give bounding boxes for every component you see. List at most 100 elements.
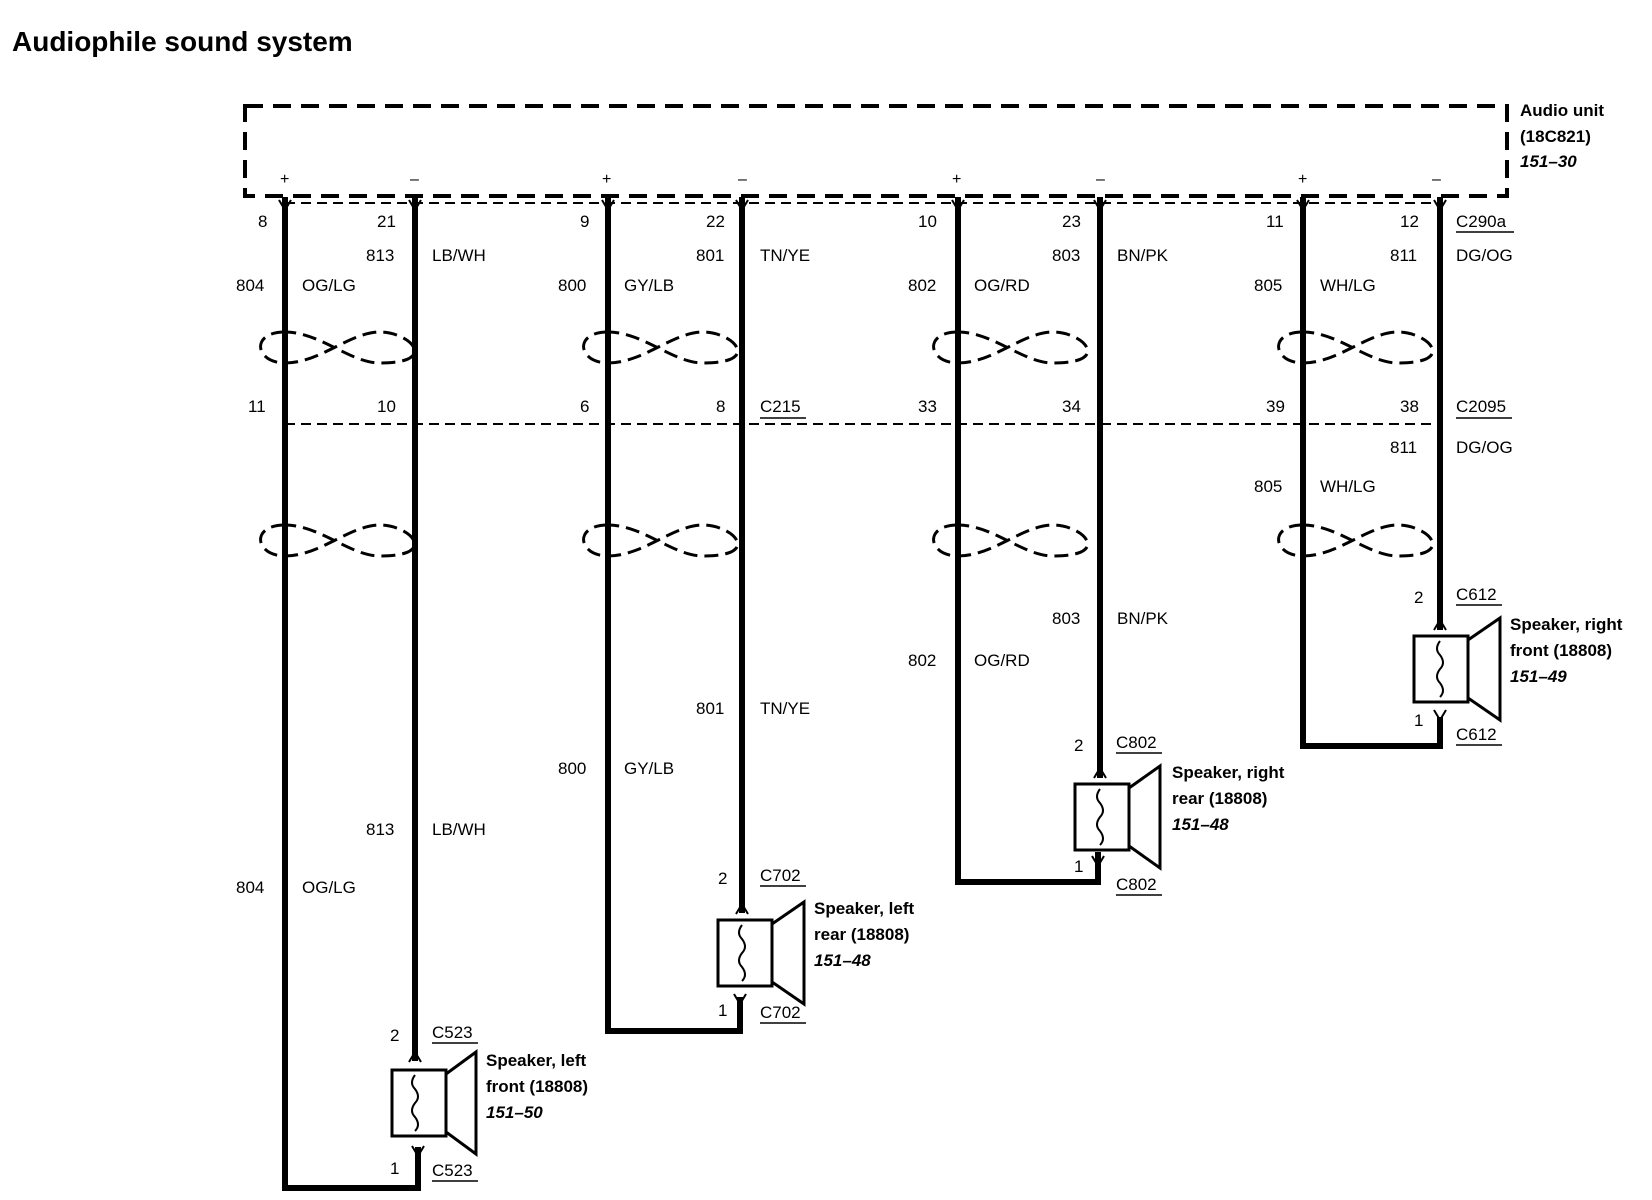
- circuit-number: 800: [558, 276, 586, 295]
- circuit-color: DG/OG: [1456, 246, 1513, 265]
- speaker-ref: 151–48: [814, 951, 871, 970]
- mid-pin: 33: [918, 397, 937, 416]
- mid-pin: 34: [1062, 397, 1081, 416]
- circuit-number: 801: [696, 246, 724, 265]
- circuit-color: LB/WH: [432, 820, 486, 839]
- speaker-cone-icon: [444, 1049, 478, 1157]
- voice-coil-icon: [1436, 640, 1444, 698]
- audio-unit-part: (18C821): [1520, 127, 1591, 146]
- circuit-number: 801: [696, 699, 724, 718]
- arrow-tip: [1296, 199, 1310, 212]
- speaker-ref: 151–49: [1510, 667, 1567, 686]
- voice-coil-icon: [1096, 788, 1104, 846]
- diagram-title: Audiophile sound system: [12, 26, 353, 57]
- arrow-tip: [1093, 766, 1107, 779]
- top-pin: 11: [1266, 212, 1284, 231]
- speaker-left-front: 2 C523 1 C523 Speaker, left front (18808…: [390, 1023, 588, 1182]
- mid-pin: 39: [1266, 397, 1285, 416]
- arrow-tip: [601, 199, 615, 212]
- pin-top: 2: [390, 1026, 399, 1045]
- connector-arrows: [278, 199, 1447, 212]
- wire-804: [282, 197, 421, 1191]
- arrow-tip: [408, 1050, 422, 1063]
- connector-c612-bottom: C612: [1456, 725, 1497, 744]
- top-pin: 12: [1400, 212, 1419, 231]
- arrow-tip: [733, 993, 747, 1006]
- circuit-color: BN/PK: [1117, 609, 1169, 628]
- pin-top: 2: [718, 869, 727, 888]
- circuit-number: 803: [1052, 246, 1080, 265]
- circuit-number: 803: [1052, 609, 1080, 628]
- mid-pin-numbers: 11 10 6 8 33 34 39 38: [248, 397, 1419, 416]
- polarity-2: –: [410, 171, 419, 188]
- circuit-number: 804: [236, 878, 264, 897]
- speaker-name-1: Speaker, left: [814, 899, 915, 918]
- twist-7: [932, 523, 1090, 558]
- top-pin: 10: [918, 212, 937, 231]
- twist-4: [1277, 330, 1435, 365]
- pin-top: 2: [1414, 588, 1423, 607]
- circuit-color: DG/OG: [1456, 438, 1513, 457]
- arrow-tip: [735, 902, 749, 915]
- circuit-number: 802: [908, 276, 936, 295]
- circuit-color: LB/WH: [432, 246, 486, 265]
- twist-8: [1277, 523, 1435, 558]
- mid-pin: 8: [716, 397, 725, 416]
- circuit-color: OG/LG: [302, 878, 356, 897]
- top-pin-numbers: 8 21 9 22 10 23 11 12: [258, 212, 1419, 231]
- top-pin: 22: [706, 212, 725, 231]
- twist-6: [582, 523, 740, 558]
- speaker-ref: 151–48: [1172, 815, 1229, 834]
- connector-c802-bottom: C802: [1116, 875, 1157, 894]
- top-pin: 23: [1062, 212, 1081, 231]
- arrow-tip: [411, 1145, 425, 1158]
- twisted-pair-lower: [259, 523, 1435, 558]
- circuit-number: 813: [366, 820, 394, 839]
- speaker-right-front: 2 C612 1 C612 Speaker, right front (1880…: [1412, 585, 1623, 746]
- speaker-right-rear: 2 C802 1 C802 Speaker, right rear (18808…: [1073, 733, 1285, 896]
- circuit-color: OG/LG: [302, 276, 356, 295]
- arrow-tip: [735, 199, 749, 212]
- connector-c702-bottom: C702: [760, 1003, 801, 1022]
- circuit-color: WH/LG: [1320, 276, 1376, 295]
- bottom-circuit-labels: 804 OG/LG 813 LB/WH 800 GY/LB 801 TN/YE …: [236, 438, 1513, 897]
- circuit-number: 811: [1390, 438, 1417, 457]
- speaker-name-2: rear (18808): [814, 925, 909, 944]
- audio-unit-box: [243, 104, 1509, 198]
- speaker-name-1: Speaker, left: [486, 1051, 587, 1070]
- circuit-color: TN/YE: [760, 699, 810, 718]
- mid-pin: 10: [377, 397, 396, 416]
- speaker-left-rear: 2 C702 1 C702 Speaker, left rear (18808)…: [716, 866, 915, 1024]
- polarity-3: +: [602, 171, 611, 188]
- circuit-number: 813: [366, 246, 394, 265]
- circuit-color: OG/RD: [974, 276, 1030, 295]
- twist-1: [259, 330, 417, 365]
- voice-coil-icon: [738, 924, 746, 982]
- polarity-5: +: [952, 171, 961, 188]
- top-pin: 8: [258, 212, 267, 231]
- audio-unit-ref: 151–30: [1520, 152, 1577, 171]
- speaker-magnet: [390, 1068, 448, 1138]
- top-circuit-labels: 804 OG/LG 813 LB/WH 800 GY/LB 801 TN/YE …: [236, 246, 1513, 295]
- top-pin: 9: [580, 212, 589, 231]
- connector-c612-top: C612: [1456, 585, 1497, 604]
- arrow-tip: [278, 199, 292, 212]
- circuit-number: 805: [1254, 276, 1282, 295]
- pin-bottom: 1: [718, 1001, 727, 1020]
- speaker-cone-icon: [1466, 615, 1502, 723]
- circuit-color: TN/YE: [760, 246, 810, 265]
- polarity-8: –: [1432, 171, 1441, 188]
- arrow-tip: [1433, 199, 1447, 212]
- connector-c802-top: C802: [1116, 733, 1157, 752]
- circuit-color: GY/LB: [624, 276, 674, 295]
- arrow-tip: [1091, 855, 1105, 868]
- circuit-color: WH/LG: [1320, 477, 1376, 496]
- top-pin: 21: [377, 212, 396, 231]
- arrow-tip: [1433, 618, 1447, 631]
- circuit-number: 802: [908, 651, 936, 670]
- pin-bottom: 1: [1074, 857, 1083, 876]
- pin-top: 2: [1074, 736, 1083, 755]
- connector-c290a: C290a: [1456, 212, 1507, 231]
- polarity-4: –: [738, 171, 747, 188]
- connector-c702-top: C702: [760, 866, 801, 885]
